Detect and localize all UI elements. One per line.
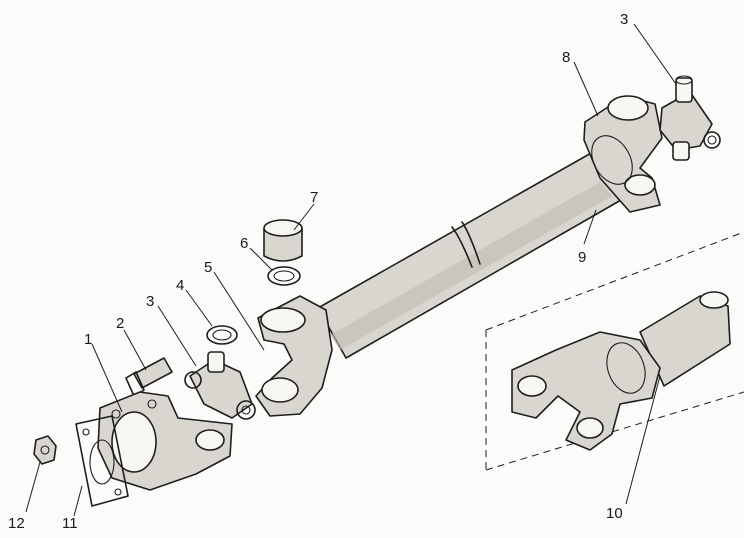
slip-yoke: [583, 95, 663, 213]
flange-yoke: [97, 391, 233, 491]
inset-frame: [485, 231, 744, 471]
callout-1: 1: [84, 331, 92, 348]
inset-slip-yoke: [511, 331, 661, 451]
bearing-cap: [263, 219, 303, 262]
upper-spider: [659, 75, 721, 161]
shaft-tube: [317, 147, 629, 359]
callout-6: 6: [240, 235, 248, 252]
tube-yoke: [255, 295, 333, 417]
seal-ring-upper: [267, 266, 301, 286]
callout-7: 7: [310, 189, 318, 206]
callout-2: 2: [116, 315, 124, 332]
leader-lines: [25, 23, 677, 517]
callout-3: 3: [146, 293, 154, 310]
lower-spider: [184, 351, 256, 420]
seal-ring-lower: [206, 325, 238, 345]
bolt: [125, 357, 173, 397]
callout-3-upper: 3: [620, 11, 628, 28]
callout-9: 9: [578, 249, 586, 266]
callout-12: 12: [8, 515, 25, 532]
callout-4: 4: [176, 277, 184, 294]
callout-8: 8: [562, 49, 570, 66]
callout-5: 5: [204, 259, 212, 276]
callout-labels: 1 2 3 4 5 6 7 8 3 9 10 11 12: [8, 11, 628, 532]
flange-gasket: [75, 415, 129, 507]
callout-11: 11: [62, 515, 78, 532]
callout-10: 10: [606, 505, 623, 522]
nut: [33, 435, 57, 465]
